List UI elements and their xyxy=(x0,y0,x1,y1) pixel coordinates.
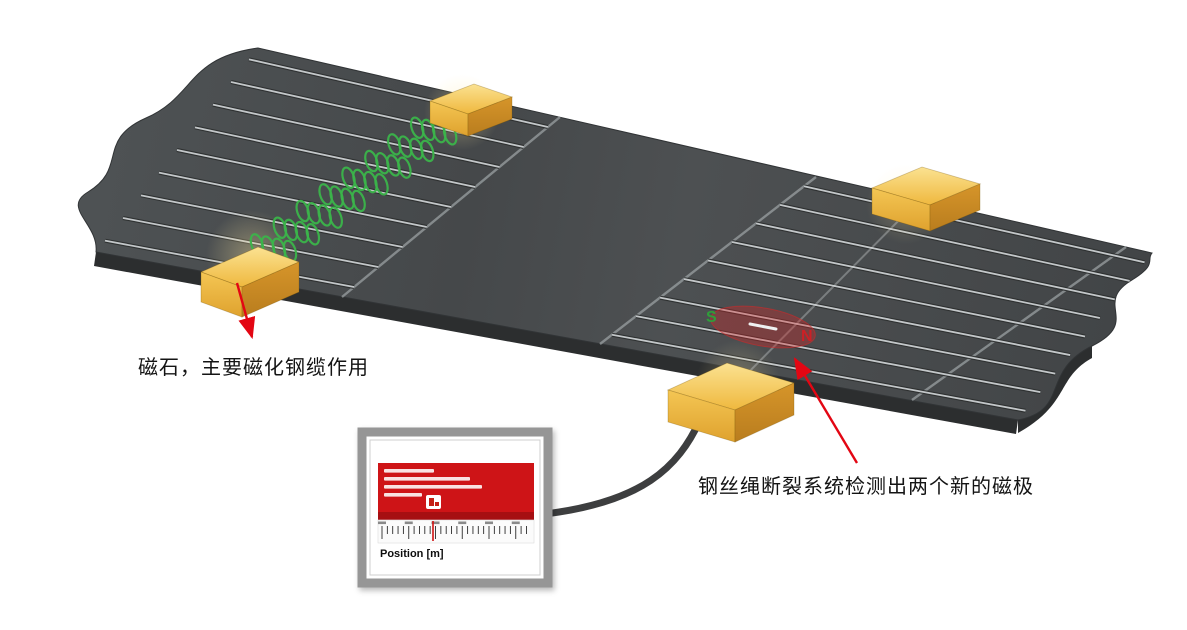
belt-surface xyxy=(77,47,1153,421)
ruler-numeral xyxy=(511,521,520,525)
steel-cable xyxy=(683,278,1071,356)
ruler-ticks xyxy=(378,521,527,539)
ruler-numeral xyxy=(431,521,440,525)
coil-loop xyxy=(420,139,435,163)
steel-cable xyxy=(611,333,1026,412)
display-text-lines xyxy=(384,469,482,497)
steel-cable xyxy=(176,149,452,208)
detection-annotation: 钢丝绳断裂系统检测出两个新的磁极 xyxy=(698,476,1034,498)
coil-loop xyxy=(305,223,321,246)
position-ruler xyxy=(377,519,535,544)
ruler-numeral xyxy=(404,521,413,525)
steel-cable xyxy=(194,126,476,188)
cable-break-mark xyxy=(748,322,778,331)
magnet-side-face xyxy=(241,261,300,318)
coil-loop xyxy=(328,206,343,229)
monitor-frame-inner-line xyxy=(369,439,541,576)
pole-label-south: S xyxy=(706,309,717,326)
steel-cable xyxy=(803,185,1145,264)
ruler-numeral xyxy=(458,521,467,525)
steel-cable xyxy=(779,203,1130,282)
steel-cable xyxy=(212,103,500,168)
coil-loop xyxy=(351,189,366,213)
coil-loop xyxy=(374,173,389,196)
steel-cable xyxy=(731,241,1101,319)
magnet-annotation: 磁石，主要磁化钢缆作用 xyxy=(138,357,369,379)
detector-side-face xyxy=(734,382,795,443)
coil-loop xyxy=(397,156,412,179)
position-label: Position [m] xyxy=(380,548,444,560)
steel-cable xyxy=(635,315,1041,394)
annotation-arrow-detection xyxy=(793,357,859,464)
monitor: Position [m] xyxy=(357,427,553,588)
steel-cable xyxy=(707,259,1086,338)
steel-cable xyxy=(659,296,1056,375)
monitor-display-footer xyxy=(378,512,534,520)
sensor-signal-cable xyxy=(541,416,704,518)
pole-label-north: N xyxy=(801,328,813,345)
ruler-numeral xyxy=(485,521,493,525)
steel-cables-right-section xyxy=(611,184,1145,413)
magnet-block-left-top xyxy=(428,83,514,137)
sensor-axis-line xyxy=(734,202,917,387)
steel-cable xyxy=(158,171,427,228)
display-alert-icon xyxy=(426,495,441,509)
detector-side-face xyxy=(929,183,981,232)
detector-block-bottom xyxy=(666,362,796,443)
annotation-arrow-magnet xyxy=(235,282,256,340)
ruler-numeral xyxy=(378,521,386,525)
magnet-block-left-bottom xyxy=(199,246,301,318)
detector-block-right-top xyxy=(870,166,982,232)
steel-cable xyxy=(755,222,1115,301)
magnet-side-face xyxy=(467,96,513,137)
